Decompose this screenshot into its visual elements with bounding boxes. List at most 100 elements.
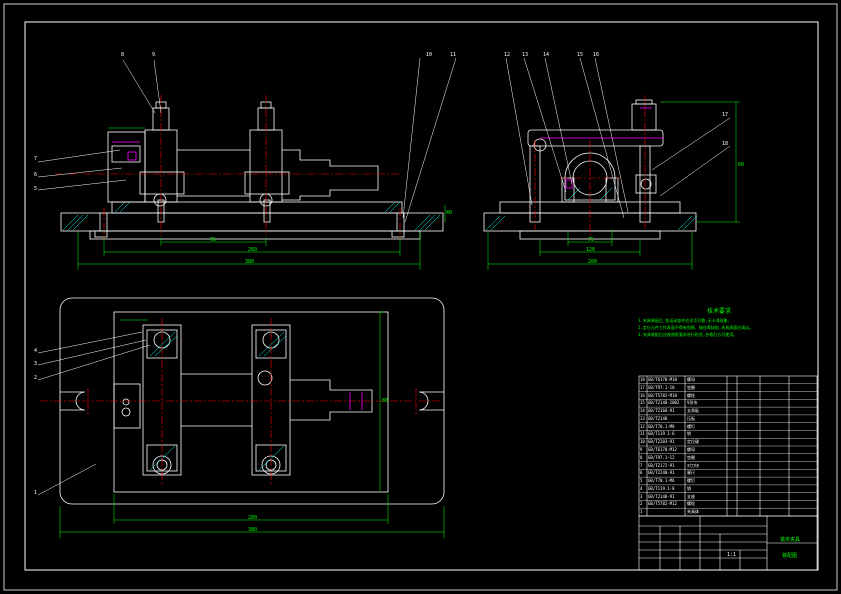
side-view-leaders	[505, 57, 731, 219]
bom-cell-code: GB/T2148-2002	[648, 400, 680, 406]
bom-cell-no: 16	[640, 392, 645, 398]
bom-cell-no: 14	[640, 408, 645, 414]
bom-cell-code: GB/T2203-91	[648, 439, 675, 445]
front-view-dimensions	[77, 127, 446, 270]
plan-view-hatch	[149, 331, 287, 471]
balloon-13: 13	[522, 52, 529, 58]
bom-cell-code: GB/T2148-91	[648, 493, 675, 499]
front-dim-overall: 380	[245, 259, 255, 265]
bom-row: 8 GB/T97.1-12 垫圈	[639, 454, 817, 462]
side-view-hatch	[485, 187, 698, 231]
bom-cell-name: 螺钉	[687, 478, 695, 484]
bom-cell-no: 4	[640, 485, 643, 491]
front-dim-height: 40	[446, 210, 453, 216]
bom-cell-code: GB/T119.1-8	[648, 485, 675, 491]
bom-cell-no: 15	[640, 400, 645, 406]
bom-cell-name: 压板	[687, 415, 695, 421]
bom-cell-name: 对刀块	[687, 462, 699, 468]
side-dim-width: 200	[588, 259, 598, 265]
sheet-border-inner	[24, 21, 819, 571]
bom-cell-no: 2	[640, 501, 643, 507]
bom-cell-code: GB/T97.1-10	[648, 384, 675, 390]
bom-cell-no: 11	[640, 431, 645, 437]
balloon-1: 1	[34, 490, 38, 496]
balloon-18: 18	[722, 141, 729, 147]
balloon-8: 8	[121, 52, 125, 58]
bom-cell-no: 13	[640, 415, 645, 421]
notes-title: 技术要求	[707, 308, 732, 315]
side-dim-inner: 120	[586, 247, 596, 253]
bom-cell-code: GB/T119.1-6	[648, 431, 675, 437]
bom-cell-name: V形块	[687, 400, 698, 406]
note-line-1: 1.夹具装配后,各运动部件应灵活可靠,无卡滞现象。	[638, 318, 732, 323]
title-scale: 1:1	[727, 552, 737, 558]
plan-view-leaders	[37, 331, 151, 496]
bom-cell-no: 6	[640, 470, 643, 476]
bom-cell-name: 螺母	[687, 447, 695, 452]
bom-cell-code: GB/T6170-M12	[648, 447, 677, 452]
balloon-16: 16	[593, 52, 600, 58]
balloon-3: 3	[34, 361, 38, 367]
front-dim-inner: 260	[248, 247, 258, 253]
side-dim-height: 60	[738, 162, 745, 168]
bom-cell-name: 夹具体	[687, 509, 699, 515]
bom-cell-code: GB/T97.1-12	[648, 454, 675, 460]
side-dim-bore: 75	[588, 237, 595, 243]
title-drawing-name: 铣床夹具	[780, 537, 801, 543]
bom-cell-no: 17	[640, 384, 645, 390]
bom-cell-code: GB/T2172-91	[648, 462, 675, 468]
bom-cell-name: 支座	[687, 493, 695, 499]
balloon-6: 6	[34, 172, 38, 178]
balloon-10: 10	[426, 52, 433, 58]
bom-cell-no: 8	[640, 454, 643, 460]
title-block	[638, 515, 818, 571]
front-view-hidden	[112, 141, 140, 161]
balloon-12: 12	[504, 52, 511, 58]
bom-cell-name: 螺钉	[687, 423, 695, 429]
bom-cell-no: 10	[640, 439, 645, 445]
front-view	[60, 101, 444, 240]
bom-row: 9 GB/T6170-M12 螺母	[639, 446, 817, 454]
bom-cell-no: 3	[640, 493, 643, 499]
front-dim-center: 95	[210, 237, 217, 243]
plan-dim-overall: 380	[248, 527, 258, 533]
bom-cell-name: 定位键	[687, 439, 699, 445]
bom-cell-code: GB/T70.1-M8	[648, 423, 675, 429]
bom-cell-name: 垫圈	[687, 454, 695, 460]
bom-row-lines	[639, 383, 817, 509]
bom-cell-name: 螺母	[687, 377, 695, 382]
balloon-14: 14	[543, 52, 550, 58]
title-drawing-code: 装配图	[782, 553, 798, 559]
bom-cell-no: 7	[640, 462, 643, 468]
sheet-border-outer	[3, 3, 838, 591]
bom-cell-name: 垫圈	[687, 384, 695, 390]
bom-cell-name: 塞尺	[687, 470, 695, 476]
side-view-dimensions	[487, 101, 740, 270]
side-view-hidden	[540, 107, 664, 189]
bom-cell-code: GB/T5782-M10	[648, 392, 677, 398]
bom-cell-code: GB/T2166-91	[648, 408, 675, 414]
balloon-2: 2	[34, 375, 38, 381]
note-line-2: 2.定位元件工作表面不得有划痕、碰伤等缺陷,夹具表面应清洁。	[638, 325, 754, 330]
bom-cell-no: 9	[640, 447, 643, 452]
bom-row: 3 GB/T2148-91 支座	[639, 493, 817, 501]
side-view-centerlines	[534, 95, 646, 240]
plan-view-dimensions	[59, 311, 445, 538]
balloon-4: 4	[34, 348, 38, 354]
bom-cell-name: 销	[687, 431, 691, 437]
front-view-leaders	[37, 57, 457, 223]
bom-cell-code: GB/T2148	[648, 415, 668, 421]
note-line-3: 3.夹具装配后应按图纸要求进行检验,合格后方可使用。	[638, 332, 738, 337]
